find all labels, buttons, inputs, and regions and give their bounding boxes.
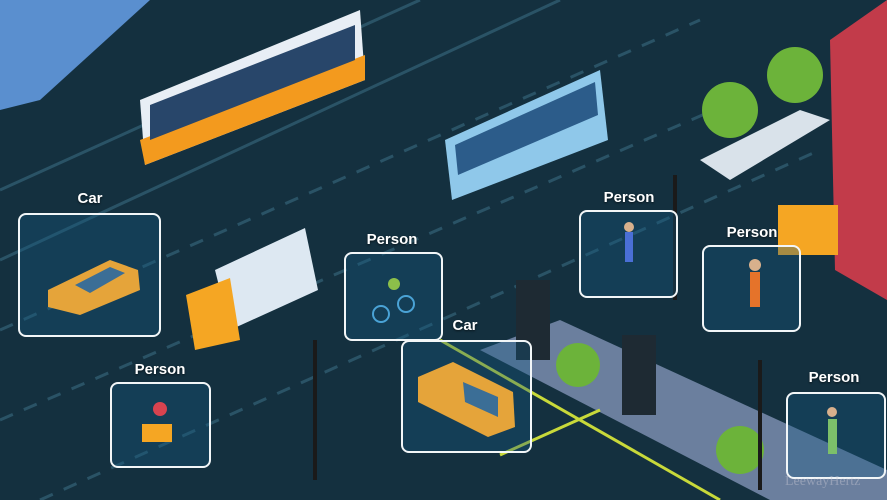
bush: [556, 343, 600, 387]
detection-box-person: [786, 392, 886, 479]
detection-box-person: [344, 252, 443, 341]
detection-label: Person: [726, 224, 778, 241]
planter: [700, 110, 830, 180]
charging-station: [622, 335, 656, 415]
bus: [445, 70, 608, 200]
detection-label: Car: [452, 317, 478, 334]
pedestrian-scooter-icon: [624, 222, 634, 262]
detection-box-car: [401, 340, 532, 453]
detection-label: Car: [77, 190, 103, 207]
detection-label: Person: [808, 369, 860, 386]
red-building: [830, 0, 887, 300]
building: [0, 0, 150, 110]
watermark: LeewayHertz: [785, 474, 861, 489]
detection-label: Person: [134, 361, 186, 378]
street-lamps: [313, 175, 762, 490]
detection-label: Person: [603, 189, 655, 206]
pedestrian-scooter-icon: [749, 259, 761, 307]
detection-box-person: [579, 210, 678, 298]
bush: [716, 426, 764, 474]
detection-box-person: [110, 382, 211, 468]
cyclist-icon: [372, 278, 415, 323]
detection-label: Person: [366, 231, 418, 248]
charging-station: [516, 280, 550, 360]
detection-box-car: [18, 213, 161, 337]
parking-lines: [439, 338, 721, 500]
car-icon: [418, 362, 515, 437]
tree: [767, 47, 823, 103]
scooter-rider-icon: [142, 402, 172, 442]
car-icon: [48, 260, 140, 315]
tram: [140, 10, 365, 165]
detection-box-person: [702, 245, 801, 332]
tree: [702, 82, 758, 138]
pedestrian-hoverboard-icon: [827, 407, 837, 454]
truck: [186, 228, 318, 350]
